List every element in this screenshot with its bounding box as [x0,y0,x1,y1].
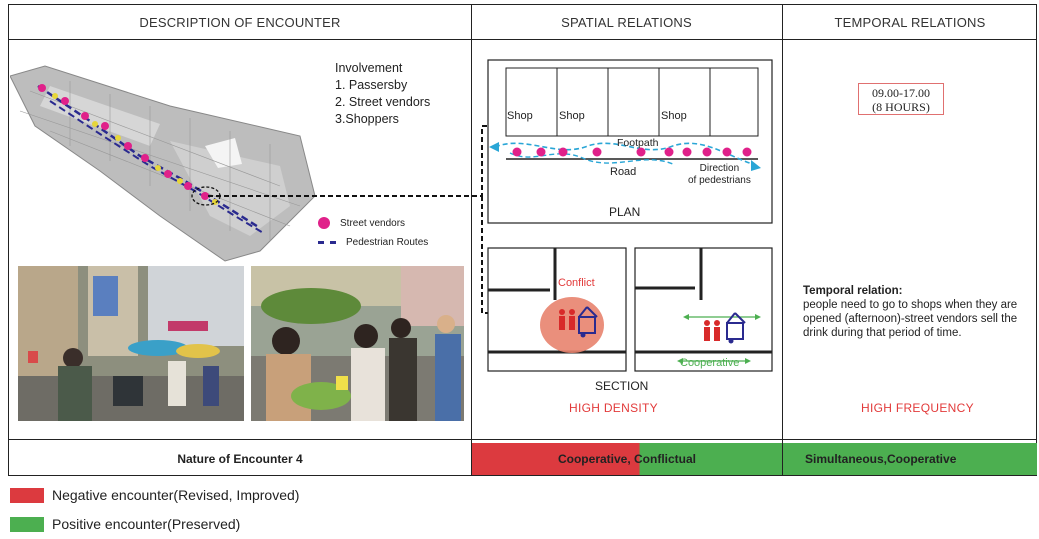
header-divider [9,39,1036,40]
time-duration: (8 HOURS) [872,100,930,114]
density-label: HIGH DENSITY [569,401,658,415]
involvement-title: Involvement [335,61,403,75]
temporal-description: Temporal relation: people need to go to … [803,284,1023,340]
frequency-label: HIGH FREQUENCY [861,401,974,415]
legend-negative-label: Negative encounter(Revised, Improved) [52,487,300,503]
legend-negative: Negative encounter(Revised, Improved) [10,487,299,503]
legend-vendors: Street vendors [318,217,405,229]
header-temporal: TEMPORAL RELATIONS [834,14,986,30]
shop-label: Shop [559,110,585,122]
plan-caption: PLAN [609,205,641,219]
temporal-body: people need to go to shops when they are… [803,299,1018,339]
nature-of-encounter: Nature of Encounter 4 [9,443,471,475]
temporal-title: Temporal relation: [803,285,903,297]
legend-routes: Pedestrian Routes [318,237,428,248]
direction-label: Direction of pedestrians [688,163,751,187]
involvement-item: 1. Passersby [335,78,408,92]
shop-label: Shop [661,110,687,122]
spatial-diagram [487,59,773,372]
time-hours: 09.00-17.00 [872,86,930,100]
temporal-result: Simultaneous,Cooperative [805,452,957,466]
temporal-result-cell: Simultaneous,Cooperative [783,443,1037,475]
street-photo-right [251,266,464,421]
header-description: DESCRIPTION OF ENCOUNTER [139,14,341,30]
header-spatial: SPATIAL RELATIONS [561,14,692,30]
legend-routes-label: Pedestrian Routes [346,237,429,248]
involvement-list: Involvement 1. Passersby 2. Street vendo… [335,60,430,128]
column-divider [782,5,783,475]
legend-positive-label: Positive encounter(Preserved) [52,516,241,532]
cooperative-label: Cooperative [680,357,740,369]
involvement-item: 3.Shoppers [335,112,399,126]
section-caption: SECTION [595,379,649,393]
involvement-item: 2. Street vendors [335,95,431,109]
vendor-dot-icon [318,217,330,229]
shop-label: Shop [507,110,533,122]
negative-swatch [10,487,44,503]
direction-line2: of pedestrians [688,175,751,186]
connector-line [208,125,490,314]
spatial-result-cell: Cooperative, Conflictual [472,443,782,475]
street-photo-left [18,266,244,421]
conflict-label: Conflict [558,277,595,289]
legend-positive: Positive encounter(Preserved) [10,516,240,532]
road-label: Road [610,166,637,178]
street-map [10,65,316,262]
positive-swatch [10,516,44,532]
spatial-result: Cooperative, Conflictual [557,452,697,466]
footer-divider [9,439,1036,440]
route-line-icon [318,241,336,244]
encounter-table: DESCRIPTION OF ENCOUNTER SPATIAL RELATIO… [8,4,1037,476]
legend-vendors-label: Street vendors [340,217,406,229]
direction-line1: Direction [699,163,740,174]
footpath-label: Footpath [617,137,659,149]
column-divider [471,5,472,475]
time-range-box: 09.00-17.00 (8 HOURS) [858,83,944,115]
